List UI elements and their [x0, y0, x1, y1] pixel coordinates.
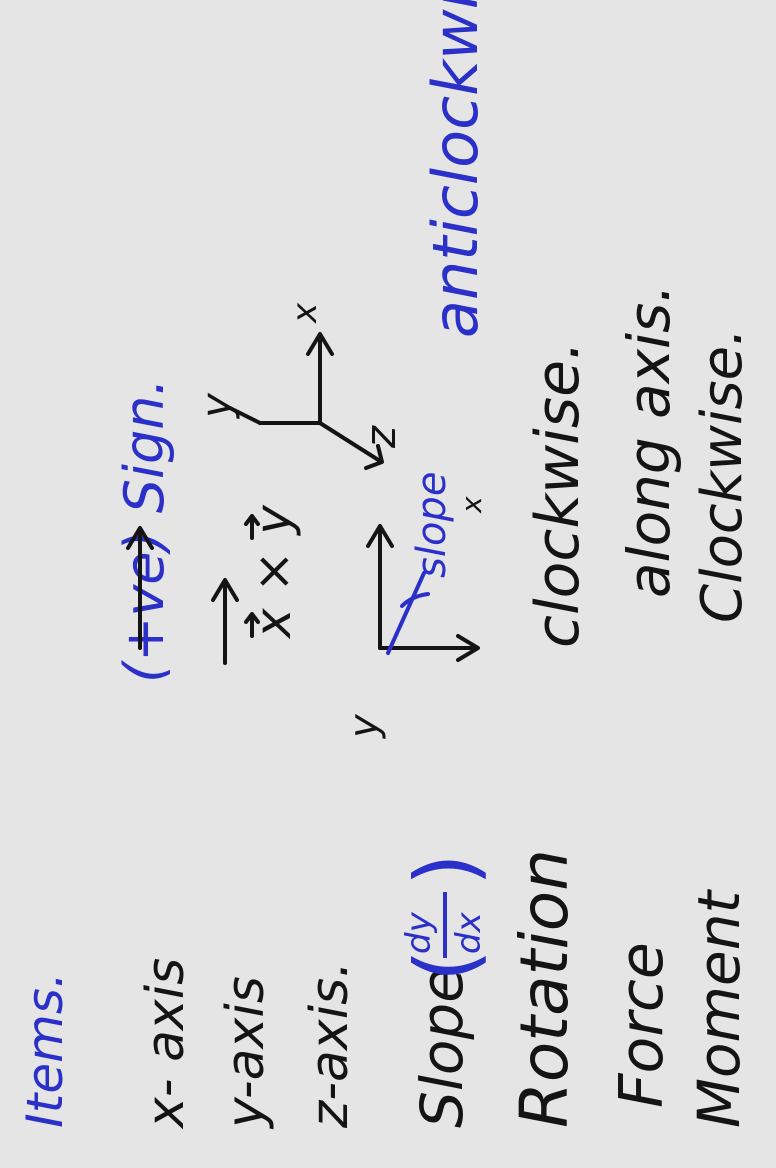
vector-arrows-icon [244, 514, 260, 638]
slope-line-icon [386, 571, 430, 655]
slope-graph-axes-icon [366, 524, 480, 662]
axes-3d-icon [228, 332, 384, 470]
y-axis-arrow-icon [211, 578, 239, 665]
x-axis-arrow-icon [126, 526, 154, 650]
